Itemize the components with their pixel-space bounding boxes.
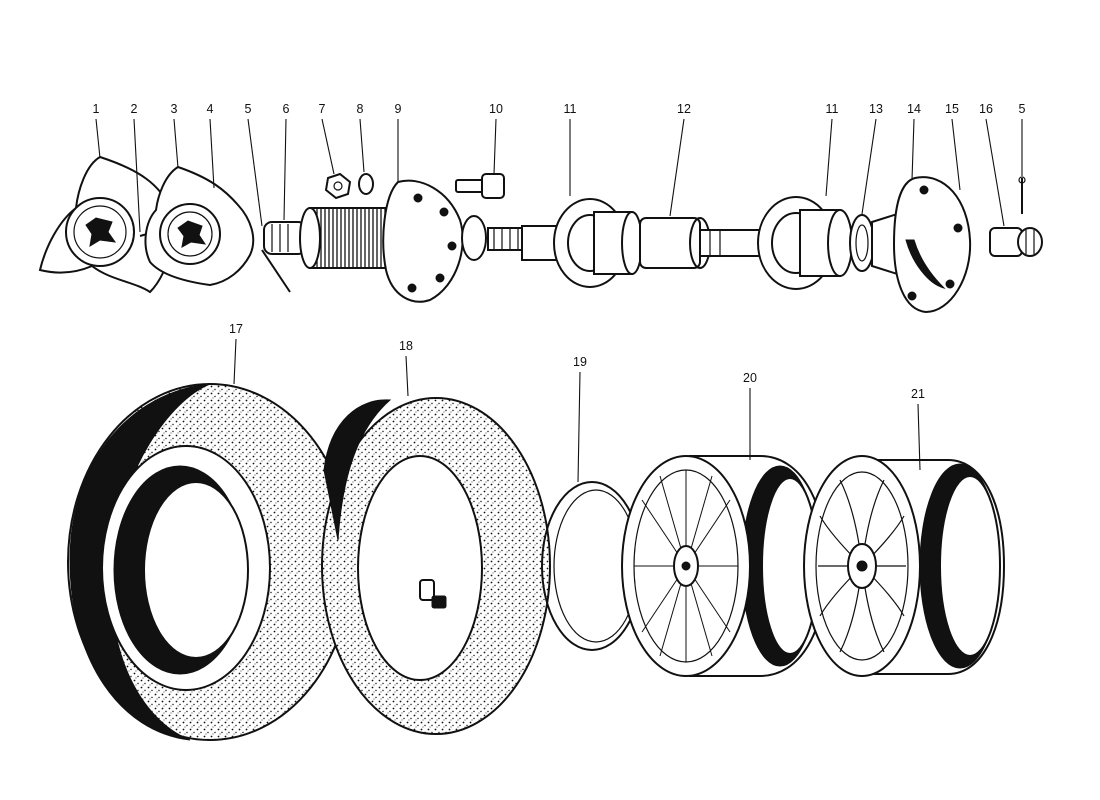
- callout-leader-c4: [209, 118, 215, 189]
- hub-carrier-flange: [871, 176, 972, 314]
- callout-leader-c16: [985, 118, 1005, 227]
- threaded-collar: [263, 221, 307, 255]
- callout-label-c9: 9: [395, 102, 402, 116]
- callout-label-c11a: 11: [564, 102, 577, 116]
- spring-washer: [358, 173, 374, 195]
- callout-label-c3: 3: [171, 102, 178, 116]
- cotter-pin-left: [261, 249, 291, 293]
- callout-label-c18: 18: [399, 339, 413, 353]
- callout-label-c1: 1: [93, 102, 100, 116]
- alloy-wheel: [803, 455, 1006, 677]
- callout-label-c10: 10: [489, 102, 503, 116]
- callout-leader-c6: [283, 118, 287, 221]
- callout-label-c11b: 11: [826, 102, 839, 116]
- callout-leader-c12: [669, 118, 685, 217]
- callout-label-c6: 6: [283, 102, 290, 116]
- callout-label-c12: 12: [677, 102, 691, 116]
- callout-label-c16: 16: [979, 102, 993, 116]
- callout-leader-c21: [917, 403, 921, 471]
- knock-off-spinner-right: [144, 165, 255, 287]
- callout-leader-c13: [861, 118, 877, 215]
- callout-leader-c8: [359, 118, 365, 173]
- tyre: [67, 383, 353, 741]
- callout-label-c17: 17: [229, 322, 243, 336]
- flange-bolt: [455, 173, 505, 199]
- callout-leader-c18: [405, 355, 409, 397]
- callout-label-c19: 19: [573, 355, 587, 369]
- callout-label-c5a: 5: [245, 102, 252, 116]
- wheel-bearing-right: [757, 196, 853, 290]
- callout-label-c21: 21: [911, 387, 925, 401]
- callout-leader-c7: [321, 118, 335, 175]
- callout-leader-c3: [173, 118, 179, 169]
- callout-label-c20: 20: [743, 371, 757, 385]
- callout-label-c2: 2: [131, 102, 138, 116]
- splined-hub: [299, 179, 487, 303]
- oil-seal-ring: [849, 214, 875, 272]
- callout-leader-c10: [493, 118, 497, 175]
- cotter-pin-right: [1018, 176, 1026, 214]
- callout-leader-c15: [951, 118, 961, 191]
- wheel-bearing-left: [521, 198, 643, 288]
- wire-spoke-wheel: [621, 455, 828, 677]
- callout-leader-c19: [577, 371, 581, 483]
- hex-nut: [324, 172, 352, 200]
- callout-leader-c2: [133, 118, 141, 233]
- bearing-spacer: [639, 217, 763, 269]
- callout-label-c8: 8: [357, 102, 364, 116]
- callout-leader-c11b: [825, 118, 833, 197]
- callout-leader-c17: [233, 338, 237, 385]
- callout-label-c5b: 5: [1019, 102, 1026, 116]
- callout-label-c4: 4: [207, 102, 214, 116]
- callout-leader-c14: [911, 118, 915, 181]
- callout-label-c15: 15: [945, 102, 959, 116]
- callout-label-c7: 7: [319, 102, 326, 116]
- callout-label-c13: 13: [869, 102, 883, 116]
- callout-leader-c5a: [247, 118, 263, 227]
- callout-label-c14: 14: [907, 102, 921, 116]
- inner-tube: [321, 397, 551, 735]
- castellated-nut: [989, 227, 1043, 257]
- callout-leader-c1: [95, 118, 101, 159]
